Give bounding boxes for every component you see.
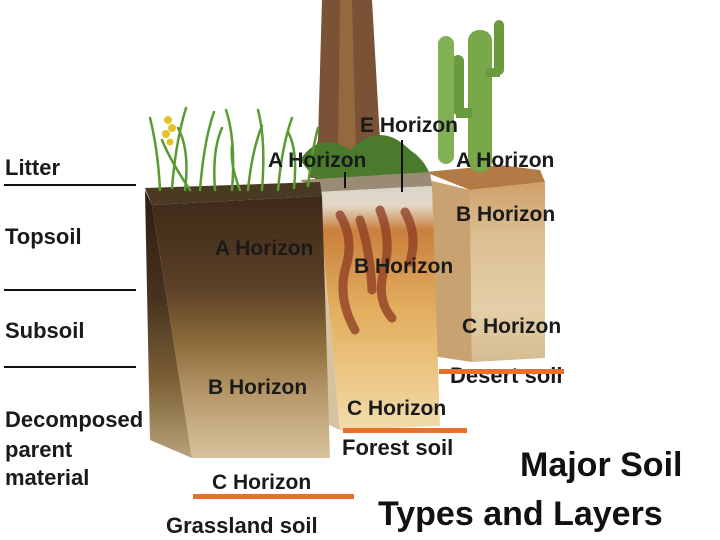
e-horizon-pointer [401, 140, 403, 192]
desert-a-horizon-label: A Horizon [456, 149, 555, 172]
grassland-a-horizon-label: A Horizon [215, 237, 314, 260]
side-label-litter: Litter [5, 155, 60, 180]
tree-trunk-icon [308, 0, 392, 178]
side-label-parent: parent [5, 437, 73, 462]
desert-b-horizon-label: B Horizon [456, 203, 556, 226]
title-line-2: Types and Layers [378, 495, 663, 533]
forest-soil-block [300, 0, 440, 430]
a-horizon-pointer [344, 172, 346, 188]
flower-icon [162, 116, 176, 146]
side-label-decomposed: Decomposed [5, 407, 144, 432]
desert-underline [439, 369, 564, 374]
forest-a-horizon-label: A Horizon [268, 149, 367, 172]
grassland-underline [193, 494, 354, 499]
forest-c-horizon-label: C Horizon [347, 397, 447, 420]
divider-line [4, 289, 136, 291]
divider-line [4, 366, 136, 368]
grassland-soil-block [145, 106, 330, 458]
forest-underline [343, 428, 467, 433]
divider-line [4, 184, 136, 186]
title-line-1: Major Soil [520, 446, 683, 484]
grass-icon [148, 106, 320, 192]
cactus-icon [438, 20, 504, 172]
grassland-b-horizon-label: B Horizon [208, 376, 308, 399]
forest-b-horizon-label: B Horizon [354, 255, 454, 278]
grassland-soil-label: Grassland soil [166, 513, 318, 538]
desert-c-horizon-label: C Horizon [462, 315, 562, 338]
forest-soil-label: Forest soil [342, 435, 454, 460]
forest-e-horizon-label: E Horizon [360, 114, 458, 137]
desert-soil-block [425, 20, 545, 362]
grassland-c-horizon-label: C Horizon [212, 471, 312, 494]
side-label-material: material [5, 465, 90, 490]
side-label-topsoil: Topsoil [5, 224, 82, 249]
side-label-subsoil: Subsoil [5, 318, 85, 343]
